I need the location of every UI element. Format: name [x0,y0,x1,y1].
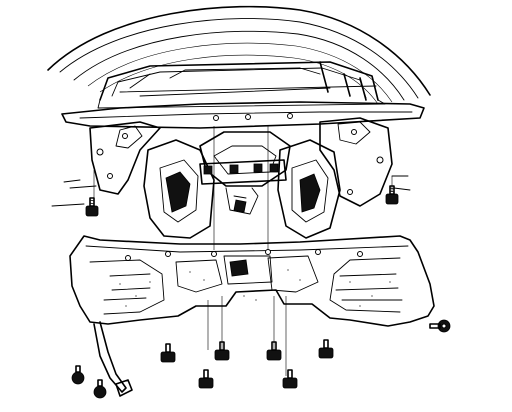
mount-nut [253,163,263,173]
wheel-arch [47,5,431,105]
centre-mount-bracket [199,159,287,215]
bracket-hole [96,148,104,156]
bracket-hole [122,133,128,139]
bolt-icon [266,341,282,361]
bracket-hole [376,156,384,164]
engine-undercover [69,235,435,327]
bracket-hole [107,173,113,179]
bolt-icon [385,185,399,205]
mount-nut [203,165,213,175]
undercover-hole [315,249,321,255]
mount-nut [269,163,279,173]
bolt-icon [198,369,214,389]
undercover-hole [211,251,217,257]
left-bracket [51,121,161,207]
fasteners [71,185,451,399]
crossmember-bolt-hole [287,113,293,119]
crossmember-bolt-hole [213,115,219,121]
upper-structure [97,61,386,109]
fastener-icon [429,319,451,333]
bolt-icon [318,339,334,359]
alignment-lines [93,126,393,376]
fastener-icon [93,379,107,399]
undercover-hole [265,249,271,255]
undercover-hole [125,255,131,261]
bolt-icon [282,369,298,389]
crossmember-bolt-hole [245,114,251,120]
right-bracket [319,117,411,207]
bracket-hole [347,189,353,195]
undercover-hole [357,251,363,257]
bolt-icon [160,343,176,363]
bolt-icon [214,341,230,361]
centre-subframe [143,131,341,239]
mount-nut [229,164,239,174]
fastener-icon [71,365,85,385]
bolt-icon [85,197,99,217]
undercover-hole [165,251,171,257]
panel-texture [119,269,391,307]
bracket-hole [351,129,357,135]
cross-member [61,101,425,129]
lower-left-stay [93,321,133,397]
